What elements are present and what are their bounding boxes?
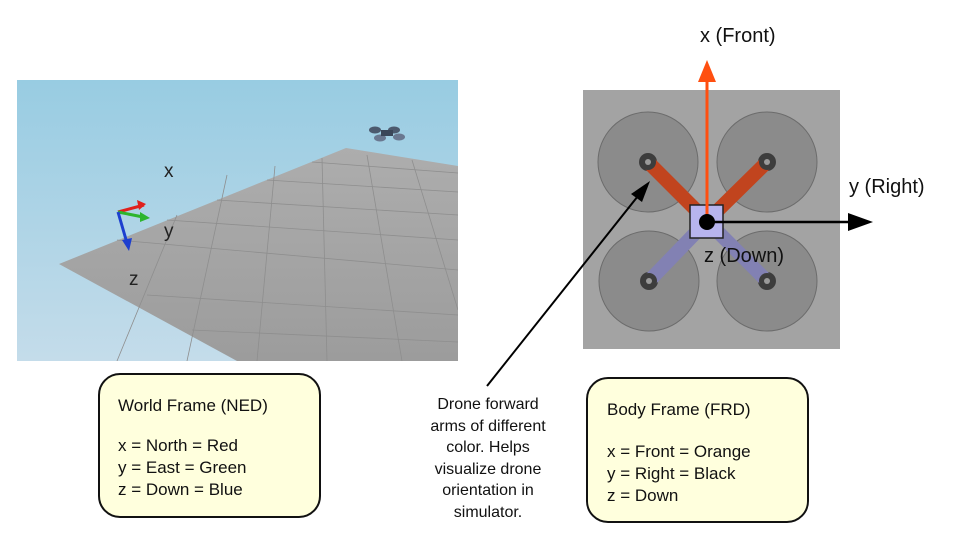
body-frame-title: Body Frame (FRD)	[607, 400, 751, 419]
world-z-label: z	[129, 269, 139, 290]
body-x-label: x (Front)	[700, 25, 776, 47]
north-axis-head	[137, 200, 146, 210]
ground-plane	[59, 148, 458, 361]
east-axis	[117, 210, 144, 219]
drone-icon	[369, 126, 405, 142]
ground-grid	[116, 154, 458, 361]
simulator-scene	[17, 80, 458, 361]
world-frame-legend: World Frame (NED) x = North = Red y = Ea…	[98, 373, 321, 518]
east-axis-head	[140, 212, 150, 222]
callout-pointer	[486, 195, 639, 387]
body-frame-line-1: x = Front = Orange	[607, 442, 751, 461]
world-frame-line-3: z = Down = Blue	[118, 480, 243, 499]
callout-text: Drone forward arms of different color. H…	[393, 394, 583, 523]
front-axis-arrowhead	[698, 60, 716, 82]
callout-pointer-head	[631, 181, 650, 202]
world-x-label: x	[164, 161, 174, 182]
callout-line-3: color. Helps	[446, 439, 530, 456]
body-z-label: z (Down)	[704, 245, 785, 267]
right-axis-arrowhead	[848, 213, 873, 231]
callout-line-2: arms of different	[430, 417, 546, 435]
world-frame-title: World Frame (NED)	[118, 396, 268, 415]
body-frame-legend: Body Frame (FRD) x = Front = Orange y = …	[586, 377, 809, 523]
callout-line-4: visualize drone	[434, 460, 542, 478]
world-frame-line-2: y = East = Green	[118, 458, 247, 477]
callout-line-1: Drone forward	[437, 396, 539, 413]
simulator-view	[17, 80, 458, 361]
down-axis-dot	[699, 214, 715, 230]
world-y-label: y	[164, 221, 174, 242]
world-axes-gizmo	[116, 200, 150, 251]
body-y-label: y (Right)	[849, 176, 925, 198]
down-axis	[116, 211, 129, 244]
body-frame-line-3: z = Down	[607, 486, 679, 505]
callout-line-6: simulator.	[453, 503, 523, 521]
callout-line-5: orientation in	[442, 482, 534, 499]
down-axis-head	[122, 238, 132, 251]
world-frame-line-1: x = North = Red	[118, 436, 239, 455]
body-frame-line-2: y = Right = Black	[607, 464, 736, 483]
